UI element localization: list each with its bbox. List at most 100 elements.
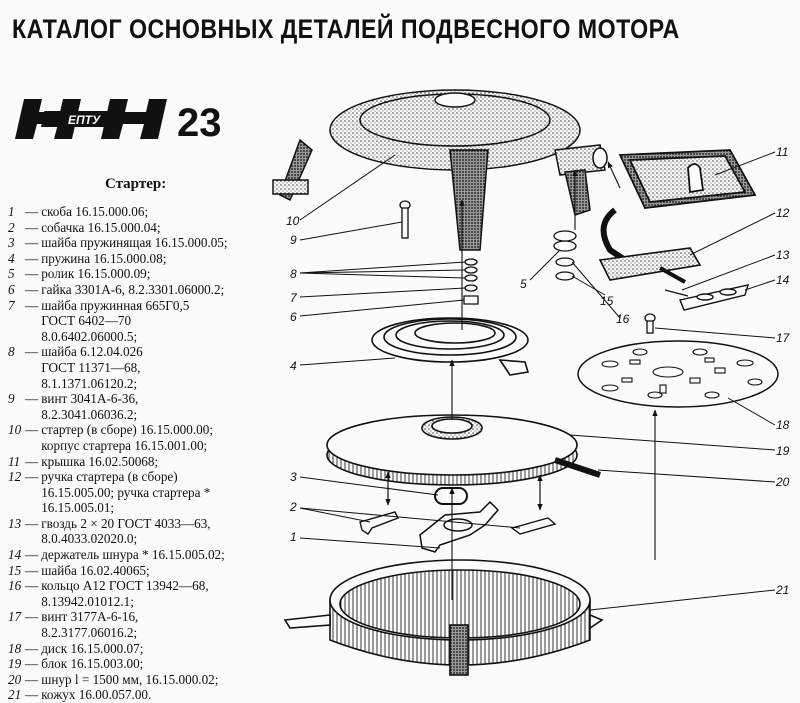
part-description: винт 3041А-6-36,8.2.3041.06036.2; bbox=[41, 391, 276, 422]
part-description-line: шайба 16.02.40065; bbox=[41, 562, 150, 578]
em-dash: — bbox=[25, 250, 39, 266]
parts-list-item: 2—собачка 16.15.000.04; bbox=[8, 220, 276, 236]
callout-5: 5 bbox=[520, 277, 527, 291]
part-number: 9 bbox=[8, 391, 15, 407]
em-dash: — bbox=[25, 235, 39, 251]
part-cover bbox=[618, 149, 757, 209]
part-number: 16 bbox=[8, 578, 22, 594]
part-description: крышка 16.02.50068; bbox=[41, 454, 276, 470]
callout-9: 9 bbox=[290, 233, 297, 247]
part-number: 6 bbox=[8, 281, 15, 297]
em-dash: — bbox=[25, 656, 39, 672]
part-bracket bbox=[419, 500, 500, 553]
parts-list-item: 13—гвоздь 2 × 20 ГОСТ 4033—63,8.0.4033.0… bbox=[8, 516, 276, 547]
em-dash: — bbox=[25, 515, 39, 531]
parts-list-item: 5 —ролик 16.15.000.09; bbox=[8, 266, 276, 282]
part-description-line: 8.2.3041.06036.2; bbox=[41, 406, 138, 422]
part-disc-screw bbox=[644, 313, 656, 334]
part-description-line: корпус стартера 16.15.001.00; bbox=[41, 437, 208, 453]
part-number: 2 bbox=[8, 219, 15, 235]
part-description-line: шайба пружинящая 16.15.000.05; bbox=[41, 235, 228, 251]
part-pulley-block bbox=[326, 414, 578, 486]
callout-1: 1 bbox=[290, 530, 297, 544]
part-roller-washers bbox=[553, 230, 577, 281]
part-disc bbox=[577, 340, 779, 408]
part-description-line: 16.15.005.01; bbox=[41, 500, 115, 516]
callout-7: 7 bbox=[290, 291, 298, 305]
part-number: 5 bbox=[8, 266, 15, 282]
section-title: Стартер: bbox=[105, 176, 167, 192]
callout-2: 2 bbox=[289, 500, 297, 514]
part-number: 17 bbox=[8, 609, 22, 625]
parts-list-item: 1—скоба 16.15.000.06; bbox=[8, 204, 276, 220]
part-description: ролик 16.15.000.09; bbox=[41, 266, 276, 282]
assembly-arrows bbox=[385, 161, 658, 600]
part-description: ручка стартера (в сборе)16.15.005.00; ру… bbox=[41, 469, 276, 516]
part-description: кожух 16.00.057.00. bbox=[41, 687, 276, 703]
em-dash: — bbox=[25, 281, 39, 297]
part-description-line: 8.0.6402.06000.5; bbox=[41, 328, 138, 344]
neptun-23-logo: ЕПТУ 23 bbox=[15, 99, 222, 144]
callout-19: 19 bbox=[776, 444, 790, 458]
em-dash: — bbox=[25, 297, 39, 313]
part-description-line: 8.13942.01012.1; bbox=[41, 593, 134, 609]
em-dash: — bbox=[25, 391, 39, 407]
part-description-line: крышка 16.02.50068; bbox=[41, 453, 159, 469]
part-description-line: диск 16.15.000.07; bbox=[41, 640, 144, 656]
part-description-line: кожух 16.00.057.00. bbox=[41, 687, 152, 703]
parts-list-item: 14—держатель шнура * 16.15.005.02; bbox=[8, 547, 276, 563]
part-description: диск 16.15.000.07; bbox=[41, 641, 276, 657]
part-description: блок 16.15.003.00; bbox=[41, 656, 276, 672]
part-description: пружина 16.15.000.08; bbox=[41, 251, 276, 267]
part-description-line: винт 3177А-6-16, bbox=[41, 609, 139, 625]
part-number: 21 bbox=[8, 687, 22, 703]
callout-10: 10 bbox=[286, 214, 300, 228]
em-dash: — bbox=[25, 422, 39, 438]
callout-3: 3 bbox=[290, 470, 297, 484]
part-description: гвоздь 2 × 20 ГОСТ 4033—63,8.0.4033.0202… bbox=[41, 516, 276, 547]
em-dash: — bbox=[25, 344, 39, 360]
part-description-line: держатель шнура * 16.15.005.02; bbox=[41, 547, 225, 563]
part-number: 1 bbox=[8, 204, 15, 219]
part-number: 19 bbox=[8, 656, 22, 672]
part-description: шайба 16.02.40065; bbox=[41, 563, 276, 579]
parts-list-item: 19—блок 16.15.003.00; bbox=[8, 656, 276, 672]
part-number: 12 bbox=[8, 469, 22, 485]
part-description-line: скоба 16.15.000.06; bbox=[41, 204, 149, 219]
exploded-diagram: 1 2 3 4 5 6 7 8 9 10 11 12 13 14 15 16 1… bbox=[272, 89, 791, 676]
part-number: 8 bbox=[8, 344, 15, 360]
em-dash: — bbox=[25, 219, 39, 235]
part-number: 11 bbox=[8, 453, 21, 469]
part-spring-washer bbox=[434, 487, 468, 505]
page-title: КАТАЛОГ ОСНОВНЫХ ДЕТАЛЕЙ ПОДВЕСНОГО МОТО… bbox=[12, 14, 680, 44]
part-description-line: винт 3041А-6-36, bbox=[41, 391, 139, 407]
em-dash: — bbox=[25, 562, 39, 578]
part-spring bbox=[371, 317, 530, 376]
callout-20: 20 bbox=[775, 475, 790, 489]
callout-4: 4 bbox=[290, 359, 297, 373]
callout-13: 13 bbox=[776, 248, 790, 262]
part-description-line: 8.1.1371.06120.2; bbox=[41, 375, 138, 391]
part-number: 13 bbox=[8, 515, 22, 531]
parts-list-item: 17—винт 3177А-6-16,8.2.3177.06016.2; bbox=[8, 609, 276, 640]
part-description-line: гайка 3301А-6, 8.2.3301.06000.2; bbox=[41, 281, 225, 297]
part-washers-stack bbox=[463, 258, 479, 305]
part-description: винт 3177А-6-16,8.2.3177.06016.2; bbox=[41, 609, 276, 640]
em-dash: — bbox=[25, 266, 39, 282]
logo-brand-mark: ЕПТУ bbox=[15, 99, 167, 139]
callout-16: 16 bbox=[616, 312, 630, 326]
callout-14: 14 bbox=[776, 273, 790, 287]
part-number: 7 bbox=[8, 297, 15, 313]
part-description-line: пружина 16.15.000.08; bbox=[41, 250, 167, 266]
parts-list-item: 16—кольцо А12 ГОСТ 13942—68,8.13942.0101… bbox=[8, 578, 276, 609]
part-description: держатель шнура * 16.15.005.02; bbox=[41, 547, 276, 563]
callout-labels: 1 2 3 4 5 6 7 8 9 10 11 12 13 14 15 16 1… bbox=[286, 145, 791, 597]
part-description-line: шайба пружинная 665Г0,5 bbox=[41, 297, 190, 313]
parts-list-item: 11—крышка 16.02.50068; bbox=[8, 454, 276, 470]
parts-list-item: 18—диск 16.15.000.07; bbox=[8, 641, 276, 657]
callout-12: 12 bbox=[776, 206, 790, 220]
part-cord-holder bbox=[664, 284, 750, 311]
em-dash: — bbox=[25, 469, 39, 485]
